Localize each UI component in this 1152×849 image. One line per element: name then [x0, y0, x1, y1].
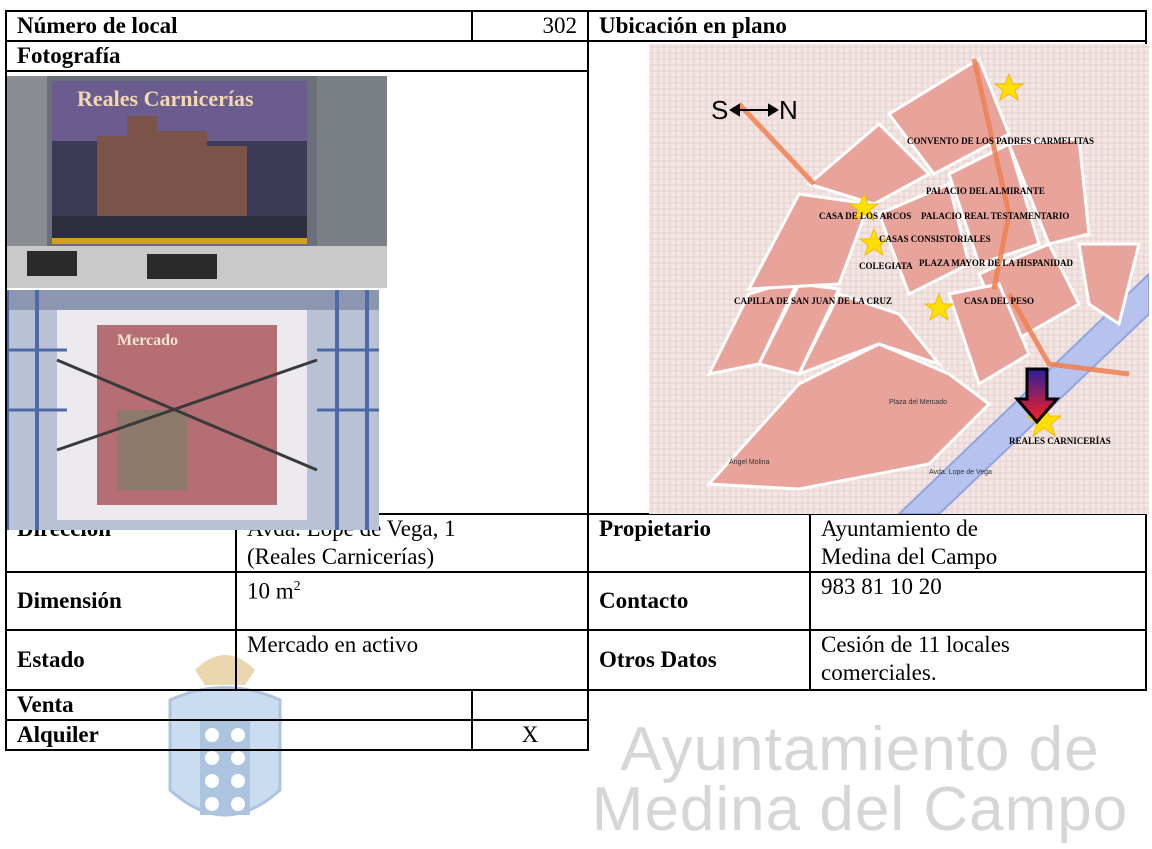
contacto-value: 983 81 10 20 — [809, 571, 1147, 631]
svg-text:CASA DE LOS ARCOS: CASA DE LOS ARCOS — [819, 211, 911, 221]
svg-text:CASA DEL PESO: CASA DEL PESO — [964, 296, 1034, 306]
dimension-value: 10 m2 — [235, 571, 589, 631]
svg-text:CAPILLA DE SAN JUAN DE LA CRUZ: CAPILLA DE SAN JUAN DE LA CRUZ — [734, 296, 892, 306]
svg-text:PALACIO REAL TESTAMENTARIO: PALACIO REAL TESTAMENTARIO — [921, 211, 1069, 221]
svg-text:Ángel Molina: Ángel Molina — [729, 457, 770, 466]
svg-text:CASAS CONSISTORIALES: CASAS CONSISTORIALES — [879, 234, 991, 244]
ubicacion-label: Ubicación en plano — [587, 10, 1147, 42]
photo-mercado: Mercado — [7, 290, 379, 530]
photo-reales-carnicerias: Reales Carnicerías — [7, 76, 387, 288]
svg-text:Mercado: Mercado — [117, 332, 178, 349]
otros-datos-label: Otros Datos — [587, 629, 811, 691]
svg-text:Plaza del Mercado: Plaza del Mercado — [889, 399, 947, 406]
city-map: S N CONVENTO DE LOS PADRES CARMELITAS PA… — [649, 44, 1149, 514]
location-marker-icon — [1013, 367, 1061, 425]
svg-text:CONVENTO DE LOS PADRES CARMELI: CONVENTO DE LOS PADRES CARMELITAS — [907, 136, 1094, 146]
svg-text:Reales Carnicerías: Reales Carnicerías — [77, 86, 254, 111]
direccion-value: Avda. Lope de Vega, 1 (Reales Carnicería… — [235, 513, 589, 573]
estado-value: Mercado en activo — [235, 629, 589, 691]
svg-text:N: N — [779, 95, 798, 125]
otros-datos-value: Cesión de 11 locales comerciales. — [809, 629, 1147, 691]
local-info-table: Número de local 302 Ubicación en plano F… — [5, 10, 1149, 751]
alquiler-value: X — [471, 719, 589, 751]
svg-text:COLEGIATA: COLEGIATA — [859, 261, 913, 271]
svg-text:S: S — [711, 95, 728, 125]
svg-text:PLAZA MAYOR DE LA HISPANIDAD: PLAZA MAYOR DE LA HISPANIDAD — [919, 258, 1074, 268]
svg-text:Avda. Lope de Vega: Avda. Lope de Vega — [929, 469, 992, 476]
alquiler-label: Alquiler — [5, 719, 473, 751]
watermark-text: Ayuntamiento de Medina del Campo — [591, 715, 1129, 844]
venta-label: Venta — [5, 689, 473, 721]
propietario-label: Propietario — [587, 513, 811, 573]
svg-text:PALACIO DEL ALMIRANTE: PALACIO DEL ALMIRANTE — [926, 186, 1045, 196]
photos-cell: Reales Carnicerías Mercado — [5, 70, 589, 530]
fotografia-label: Fotografía — [5, 40, 589, 72]
map-cell: S N CONVENTO DE LOS PADRES CARMELITAS PA… — [587, 40, 1149, 515]
venta-value — [471, 689, 589, 721]
propietario-value: Ayuntamiento de Medina del Campo — [809, 513, 1147, 573]
dimension-label: Dimensión — [5, 571, 237, 631]
numero-local-value: 302 — [471, 10, 589, 42]
numero-local-label: Número de local — [5, 10, 473, 42]
svg-text:REALES CARNICERÍAS: REALES CARNICERÍAS — [1009, 436, 1111, 446]
estado-label: Estado — [5, 629, 237, 691]
contacto-label: Contacto — [587, 571, 811, 631]
